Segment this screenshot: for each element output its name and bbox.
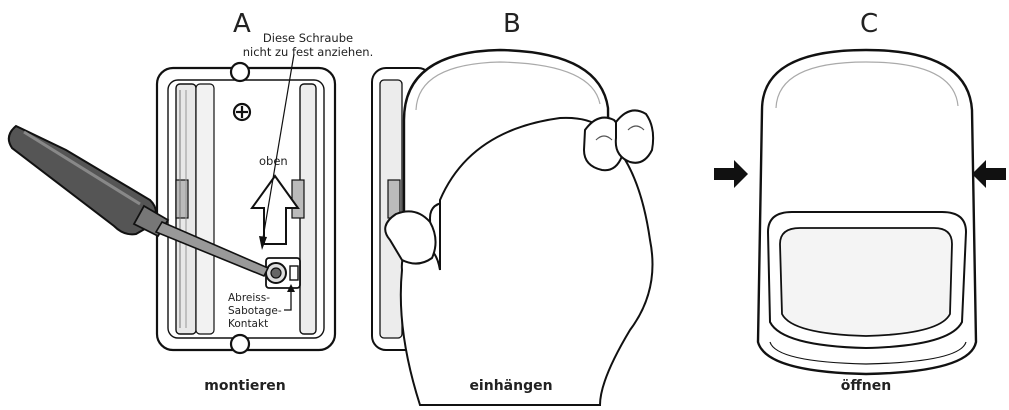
panel-b-caption: einhängen [469, 378, 552, 394]
panel-a-letter: A [233, 9, 251, 39]
tamper-label-line2: Sabotage- [228, 305, 282, 317]
panel-b-letter: B [503, 9, 521, 39]
tamper-label-line1: Abreiss- [228, 292, 270, 304]
panel-c-letter: C [860, 9, 878, 39]
detector-body-front [758, 50, 976, 374]
panel-b: B einhängen [372, 9, 653, 405]
panel-a-caption: montieren [204, 378, 286, 394]
tamper-contact [266, 258, 300, 288]
panel-a: A oben [9, 9, 373, 394]
panel-c: C öffnen [714, 9, 1006, 394]
arrow-left-icon [972, 160, 1006, 188]
arrow-right-icon [714, 160, 748, 188]
screw-note-line1: Diese Schraube [263, 31, 353, 45]
up-label: oben [259, 154, 288, 168]
panel-c-caption: öffnen [841, 378, 891, 394]
screw-note-line2: nicht zu fest anziehen. [243, 45, 373, 59]
tamper-label-line3: Kontakt [228, 318, 268, 330]
screw-icon [234, 104, 250, 120]
